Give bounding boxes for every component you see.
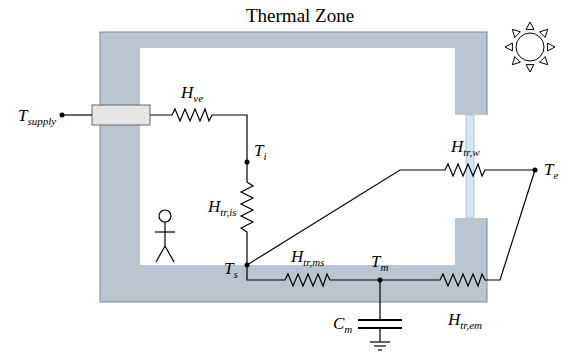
resistor-symbol <box>150 109 247 162</box>
sun-ray <box>540 29 548 37</box>
sun-ray <box>526 22 534 29</box>
person-icon <box>155 210 175 262</box>
window-opening <box>455 115 488 218</box>
sun-ray <box>512 29 520 37</box>
circuit-label: Ti <box>254 142 267 162</box>
circuit-label: Htr,em <box>448 311 482 331</box>
sun-ray <box>526 65 534 72</box>
supply-inlet <box>92 105 150 125</box>
circuit-label: Htr,is <box>208 198 237 218</box>
node-dots <box>60 113 538 283</box>
resistor-symbol <box>380 170 535 286</box>
resistor-symbol <box>247 265 380 286</box>
circuit-label: Htr,ms <box>291 248 324 268</box>
interior <box>140 48 455 265</box>
circuit-label: Cm <box>333 315 352 335</box>
capacitor-plate <box>358 319 402 321</box>
sun-ray <box>512 57 520 65</box>
circuit-label: Te <box>544 161 558 181</box>
circuit-label: Htr,w <box>451 138 480 158</box>
circuit-label: Hve <box>181 84 203 104</box>
circuit-label: Tm <box>371 253 388 273</box>
sun-icon <box>505 22 555 72</box>
sun-ray <box>505 43 512 51</box>
diagram-title: Thermal Zone <box>246 6 354 25</box>
wires <box>62 109 535 350</box>
circuit-label: Ts <box>224 260 238 280</box>
ground-symbol <box>370 341 390 342</box>
sun-ray <box>548 43 555 51</box>
resistor-symbol <box>241 162 253 265</box>
circuit-label: Tsupply <box>18 107 56 127</box>
resistor-symbol <box>247 164 535 265</box>
sun-ray <box>540 57 548 65</box>
wall <box>100 32 487 302</box>
